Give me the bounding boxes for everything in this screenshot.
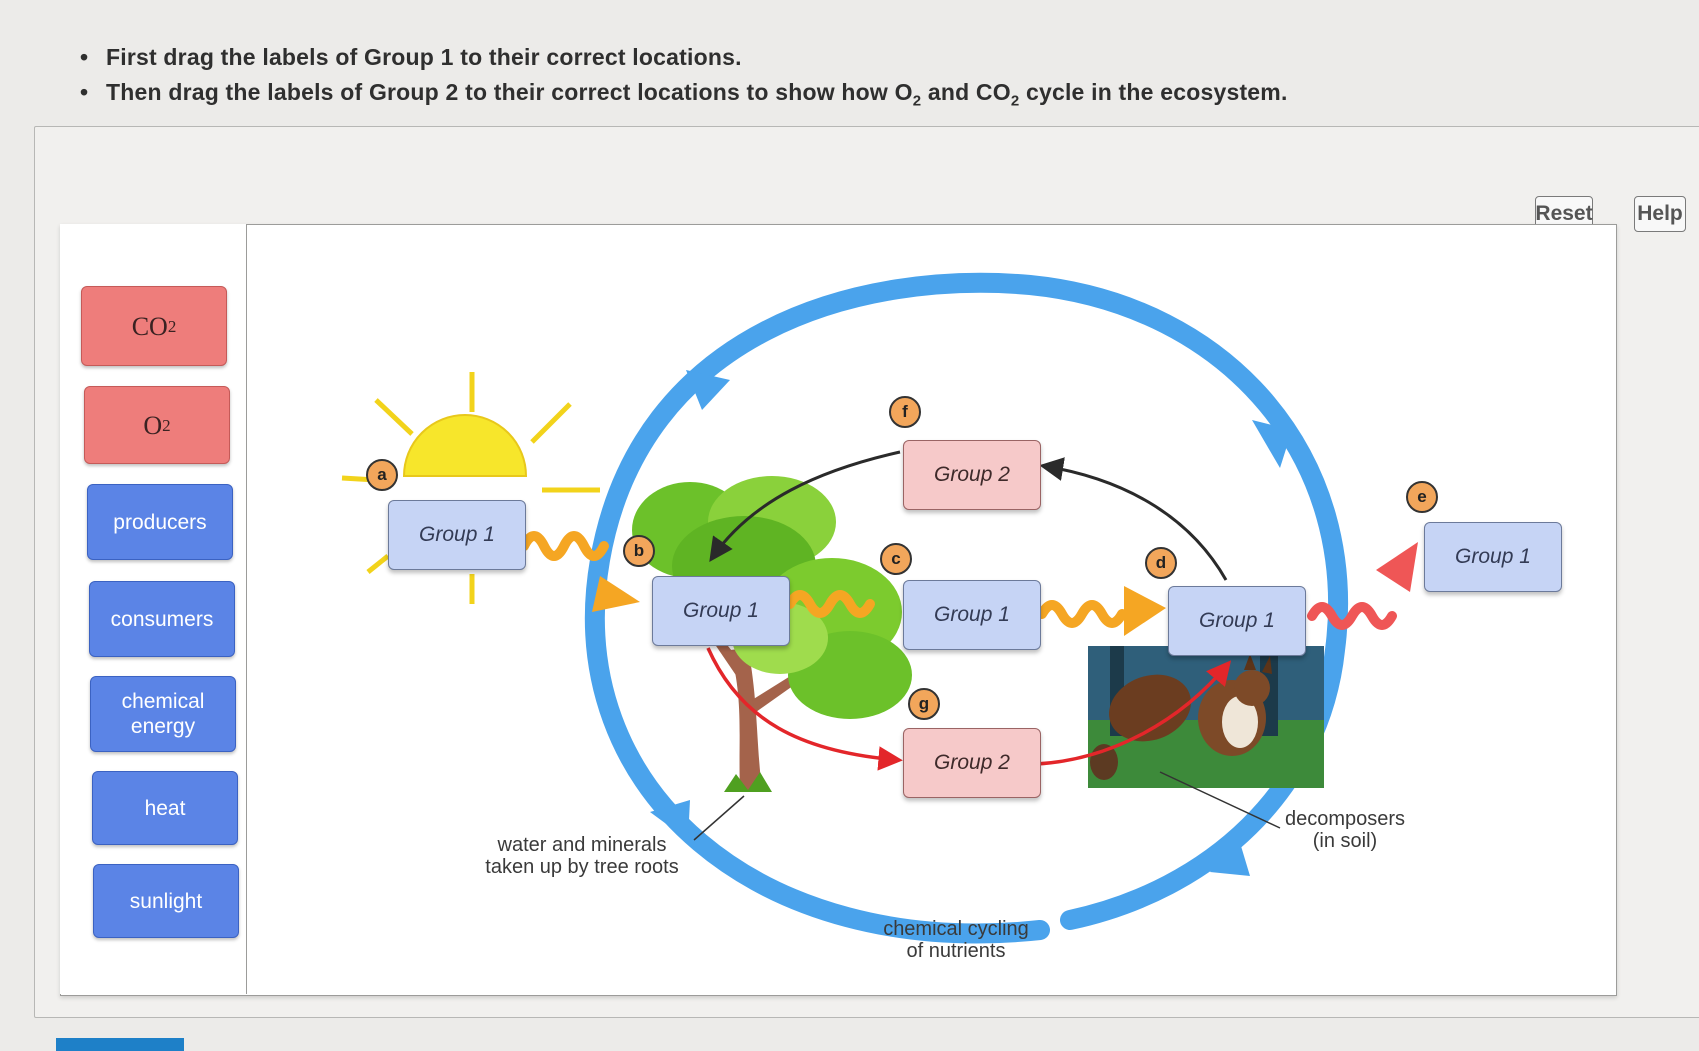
drop-target-b[interactable]: Group 1 — [652, 576, 790, 646]
label-chemical-energy[interactable]: chemical energy — [90, 676, 236, 752]
water-caption-line-1: water and minerals — [497, 834, 667, 856]
help-button[interactable]: Help — [1634, 196, 1686, 232]
label-consumers[interactable]: consumers — [89, 581, 235, 657]
decomposers-caption-line-1: decomposers — [1284, 808, 1406, 830]
instruction-line-1: First drag the labels of Group 1 to thei… — [80, 44, 1480, 71]
label-co2-text: CO — [131, 311, 168, 341]
instruction-line-2: Then drag the labels of Group 2 to their… — [80, 79, 1480, 110]
drop-target-a[interactable]: Group 1 — [388, 500, 526, 570]
instruction-text-2a: Then drag the labels of Group 2 to their… — [106, 79, 913, 105]
water-minerals-caption: water and minerals taken up by tree root… — [462, 834, 702, 878]
label-o2-sub: 2 — [162, 415, 171, 435]
instructions: First drag the labels of Group 1 to thei… — [80, 44, 1480, 118]
drop-target-f[interactable]: Group 2 — [903, 440, 1041, 510]
decomposers-caption-line-2: (in soil) — [1312, 830, 1378, 852]
marker-a: a — [366, 459, 398, 491]
drop-target-e[interactable]: Group 1 — [1424, 522, 1562, 592]
marker-g: g — [908, 688, 940, 720]
chemical-cycling-caption: chemical cycling of nutrients — [866, 918, 1046, 962]
label-sunlight[interactable]: sunlight — [93, 864, 239, 938]
cycling-caption-line-2: of nutrients — [906, 940, 1006, 962]
activity-area — [60, 224, 1617, 996]
instruction-text-2c: cycle in the ecosystem. — [1019, 79, 1288, 105]
instruction-sub-2: 2 — [1010, 92, 1020, 110]
drop-target-g[interactable]: Group 2 — [903, 728, 1041, 798]
marker-c: c — [880, 543, 912, 575]
cycling-caption-line-1: chemical cycling — [883, 918, 1029, 940]
instruction-sub-1: 2 — [912, 92, 922, 110]
drop-target-d[interactable]: Group 1 — [1168, 586, 1306, 656]
marker-f: f — [889, 396, 921, 428]
instruction-text-1: First drag the labels of Group 1 to thei… — [106, 44, 742, 70]
label-o2-text: O — [143, 410, 163, 440]
marker-e: e — [1406, 481, 1438, 513]
submit-button-edge[interactable] — [56, 1038, 184, 1051]
label-co2-sub: 2 — [167, 316, 177, 336]
label-producers[interactable]: producers — [87, 484, 233, 560]
marker-b: b — [623, 535, 655, 567]
water-caption-line-2: taken up by tree roots — [485, 856, 679, 878]
decomposers-caption: decomposers (in soil) — [1270, 808, 1420, 852]
label-heat[interactable]: heat — [92, 771, 238, 845]
marker-d: d — [1145, 547, 1177, 579]
instruction-text-2b: and CO — [921, 79, 1011, 105]
drop-target-c[interactable]: Group 1 — [903, 580, 1041, 650]
